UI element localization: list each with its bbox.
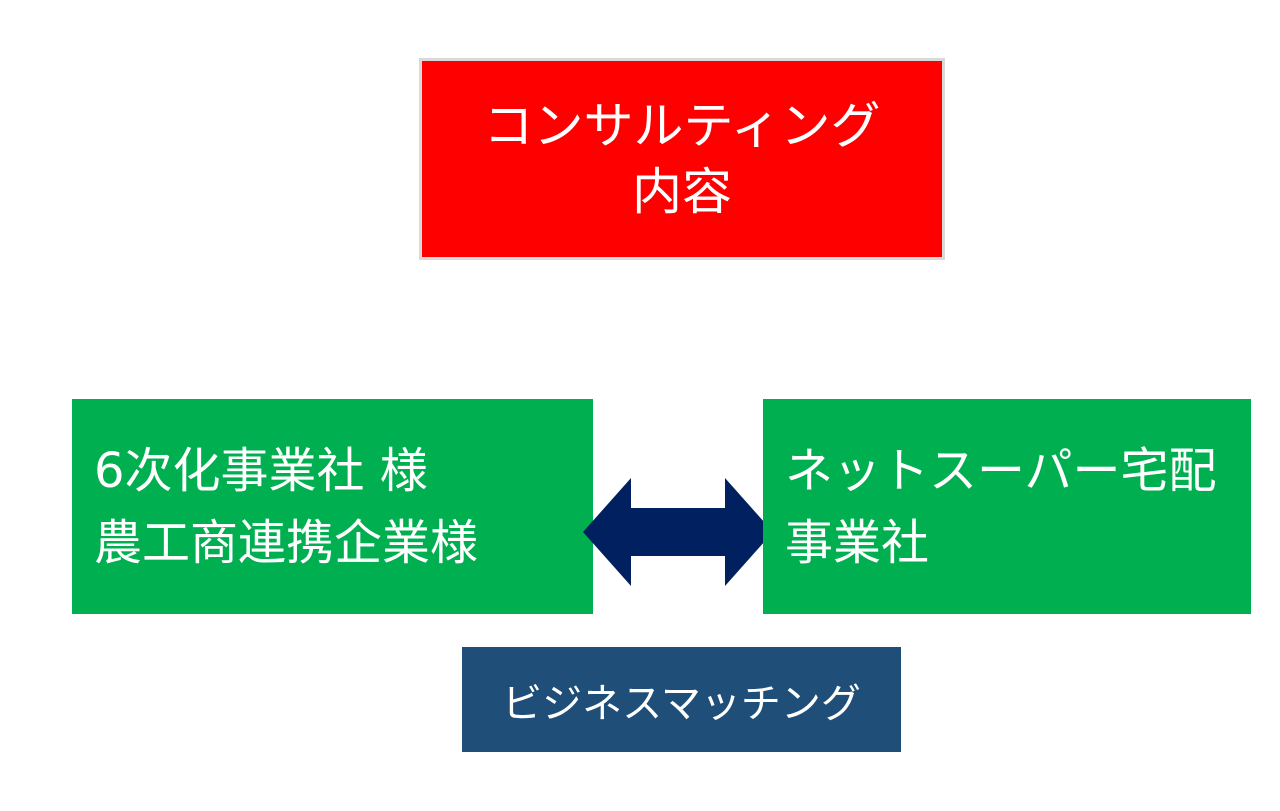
sixth-industry-company-box: 6次化事業社 様 農工商連携企業様	[72, 399, 593, 614]
business-matching-box: ビジネスマッチング	[462, 647, 901, 752]
right-party-line1: ネットスーパー宅配	[785, 442, 1217, 499]
consulting-content-box: コンサルティング 内容	[419, 58, 945, 260]
double-headed-arrow-icon	[583, 478, 773, 586]
business-matching-label: ビジネスマッチング	[502, 680, 861, 727]
consulting-title-line1: コンサルティング	[483, 97, 881, 155]
left-party-line1: 6次化事業社 様	[94, 442, 428, 499]
right-party-line2: 事業社	[785, 514, 930, 571]
left-party-line2: 農工商連携企業様	[94, 514, 479, 571]
consulting-title-line2: 内容	[632, 163, 732, 221]
net-super-delivery-company-box: ネットスーパー宅配 事業社	[763, 399, 1251, 614]
